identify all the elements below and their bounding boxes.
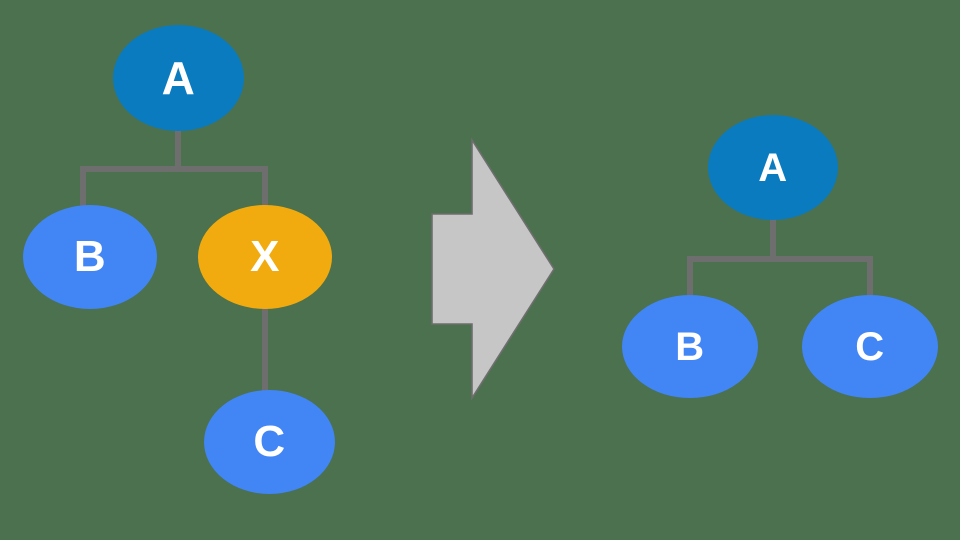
node-a-before-label: A [161,52,196,104]
edge-junction-to-c-after [867,256,873,302]
node-a-after-label: A [758,145,788,190]
node-c-before-label: C [253,417,286,466]
node-c-before[interactable]: C [204,390,335,494]
node-a-before[interactable]: A [113,25,244,131]
node-c-after-label: C [855,324,885,369]
edge-junction-to-x [262,166,268,214]
edge-junction-to-b [80,166,86,214]
node-b-before[interactable]: B [23,205,157,309]
edge-junction-to-b-after [687,256,693,302]
edge-x-to-c [262,300,268,396]
edge-horizontal-bar-after [687,256,873,262]
node-b-after[interactable]: B [622,295,758,398]
node-b-after-label: B [675,324,705,369]
edge-horizontal-bar [80,166,268,172]
node-x-before[interactable]: X [198,205,332,309]
node-a-after[interactable]: A [708,115,838,220]
edge-a-to-junction [175,125,181,170]
edge-a-to-junction-after [770,214,776,259]
node-b-before-label: B [73,232,107,281]
node-c-after[interactable]: C [802,295,938,398]
transformation-arrow-icon [431,138,555,400]
node-x-before-label: X [250,232,280,281]
